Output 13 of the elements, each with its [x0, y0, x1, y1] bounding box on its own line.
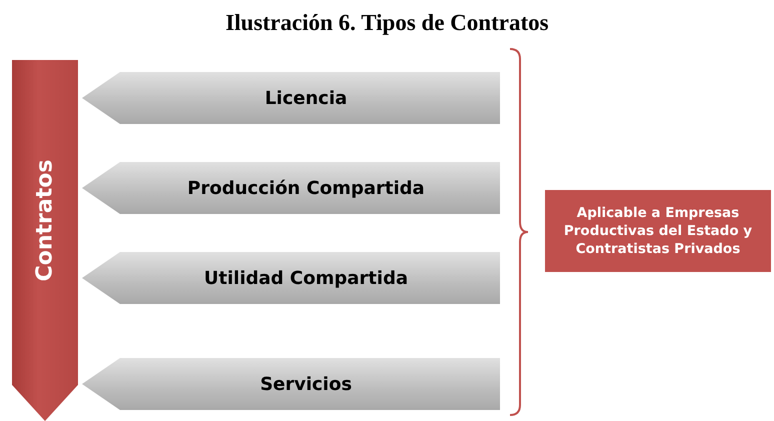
chevron-shape: [82, 162, 500, 214]
note-box: [545, 190, 771, 272]
chevron-shape: [82, 72, 500, 124]
chevron-shape: [82, 358, 500, 410]
note-text: Aplicable a Empresas Productivas del Estado y Contratistas Privados: [562, 204, 754, 258]
chevron-label: Servicios: [260, 374, 352, 394]
chevron-label: Licencia: [264, 88, 348, 108]
chevron-label: Producción Compartida: [187, 178, 425, 198]
vertical-arrow-band: [12, 60, 78, 421]
band-label: Contratos: [32, 160, 58, 282]
diagram-title: Ilustración 6. Tipos de Contratos: [224, 10, 550, 36]
chevron-label: Utilidad Compartida: [204, 268, 408, 288]
chevron-shape: [82, 252, 500, 304]
